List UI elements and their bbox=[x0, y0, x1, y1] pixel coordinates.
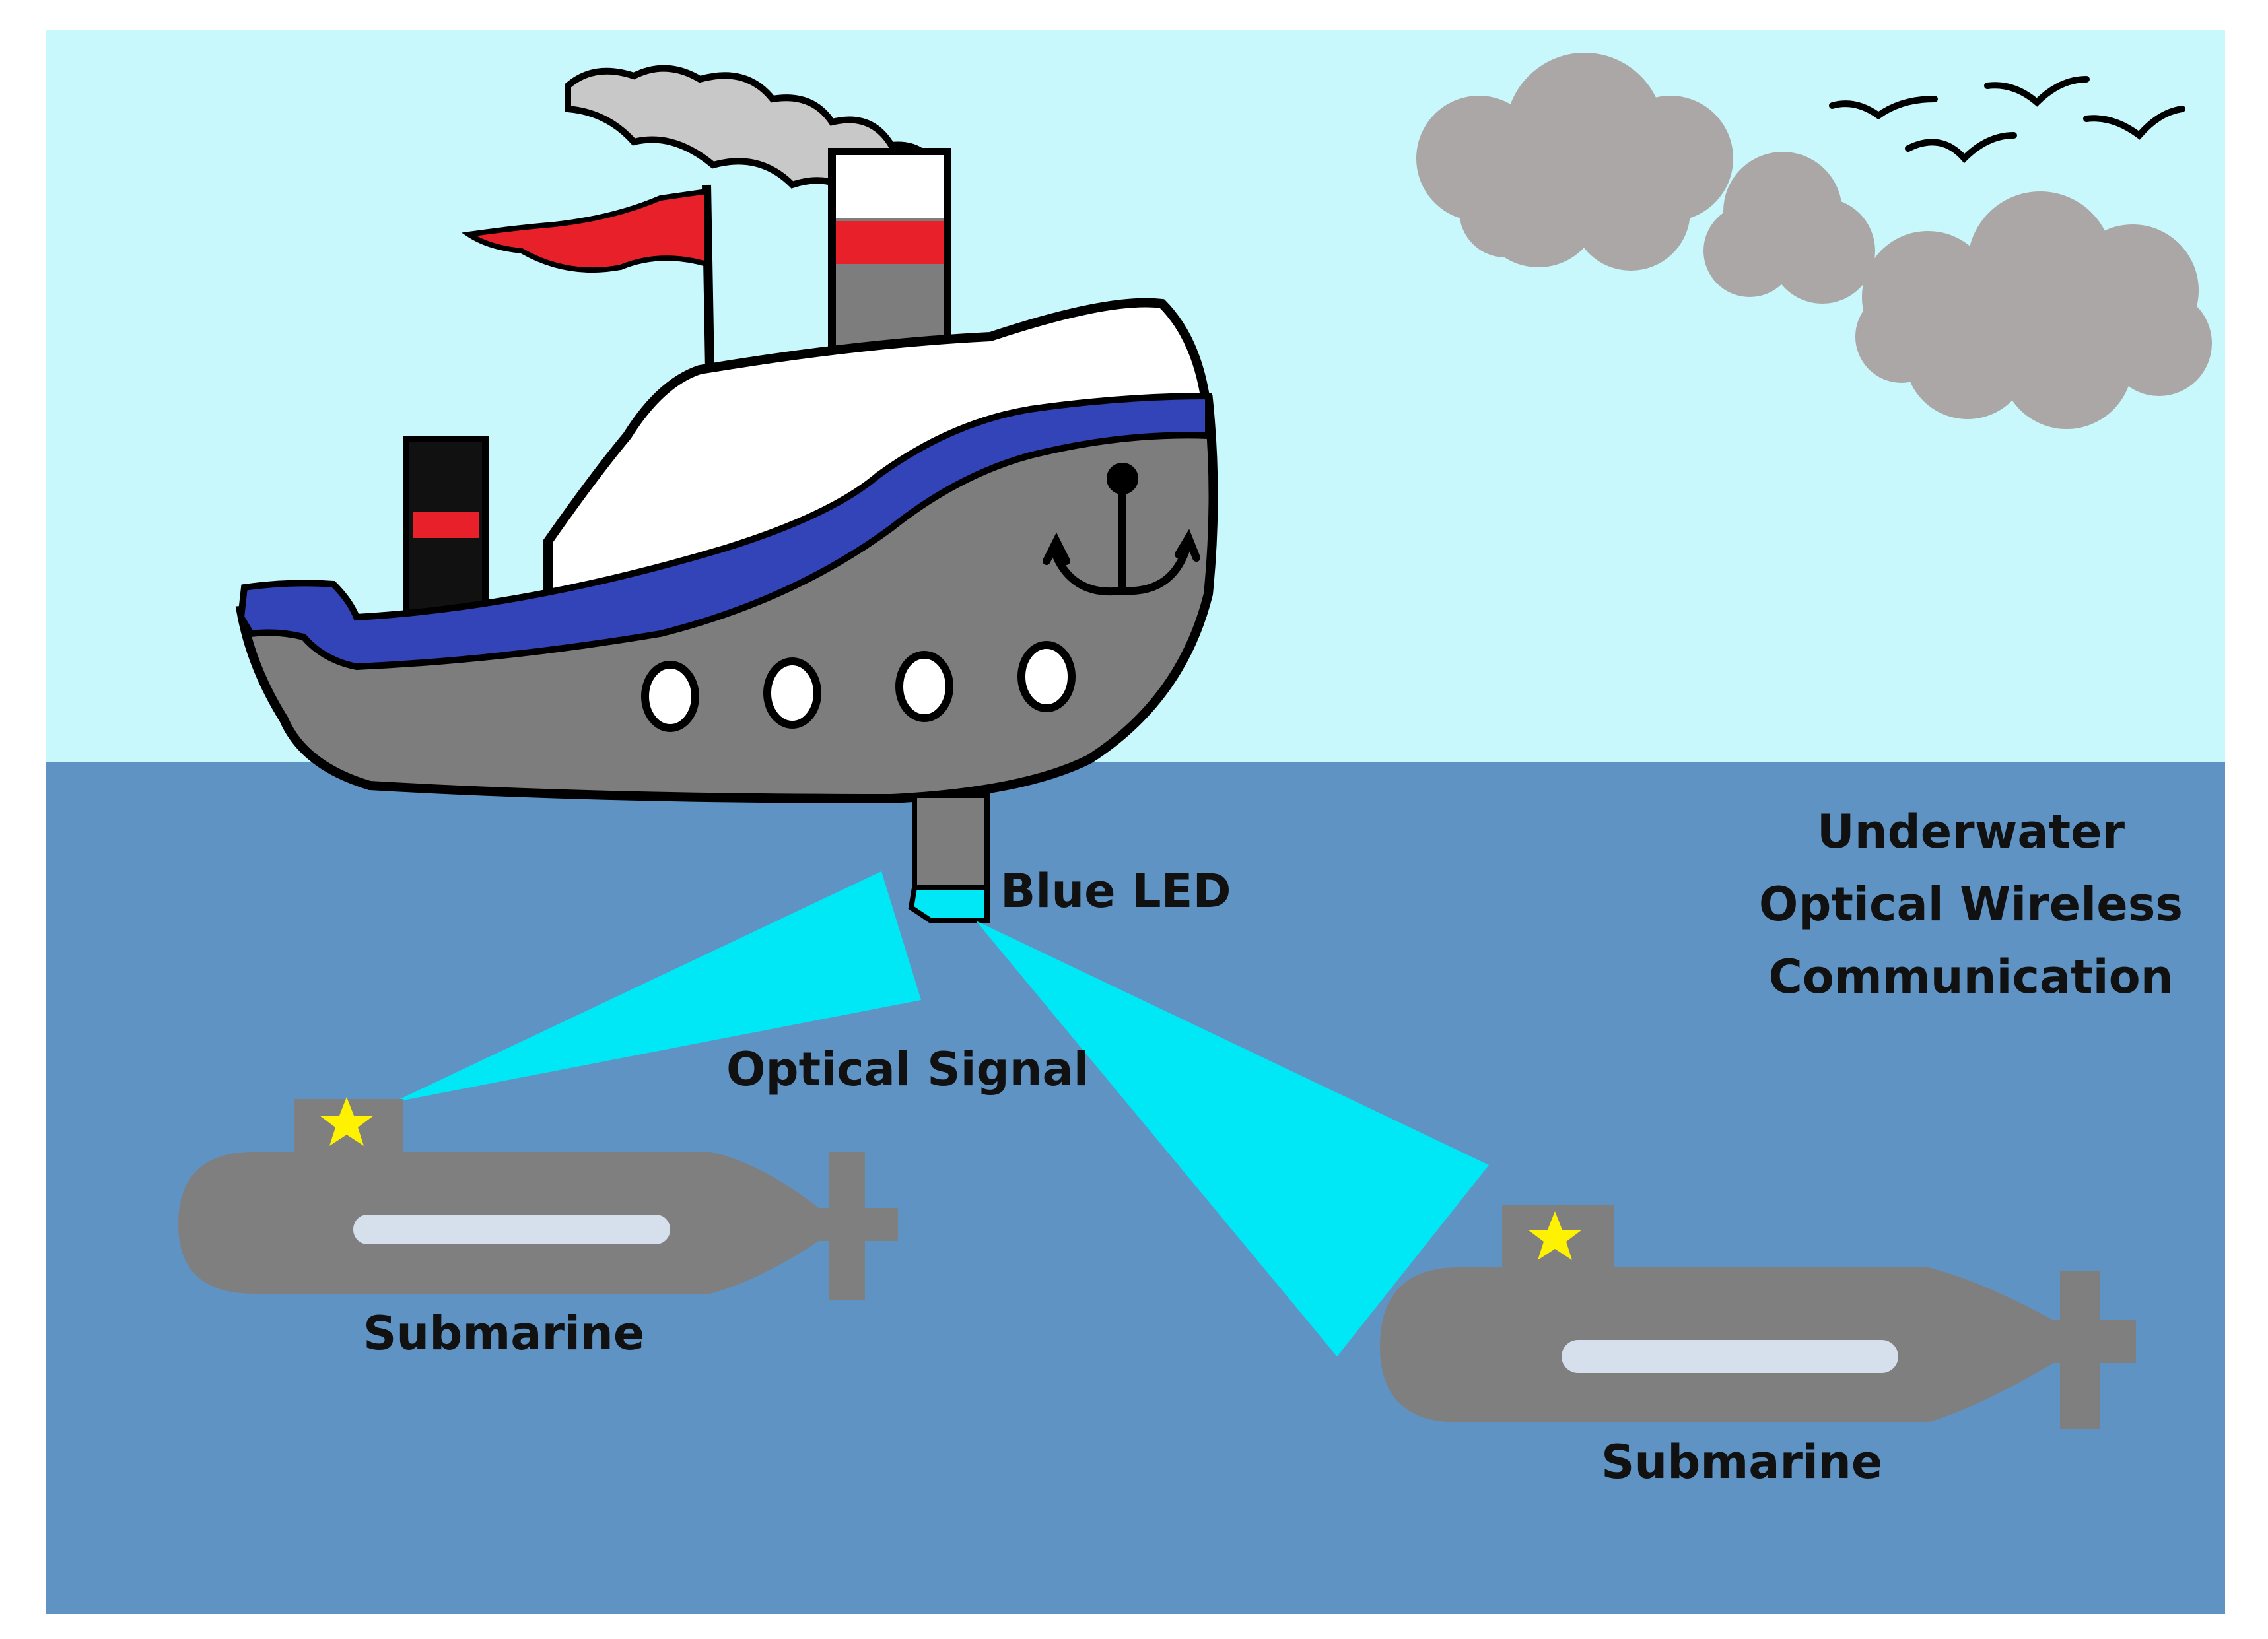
bird-icon bbox=[1905, 132, 2017, 164]
porthole bbox=[641, 661, 699, 732]
flag bbox=[462, 188, 709, 273]
optical-signal-label: Optical Signal bbox=[726, 1042, 1089, 1096]
cloud-icon bbox=[1416, 53, 1733, 271]
star-icon bbox=[320, 1097, 374, 1146]
hull-stripe bbox=[237, 392, 1212, 671]
star-icon bbox=[1528, 1211, 1582, 1260]
title-line: Underwater bbox=[1816, 805, 2125, 859]
led-icon bbox=[908, 885, 990, 923]
porthole bbox=[895, 651, 953, 722]
title-line: Communication bbox=[1768, 950, 2174, 1004]
blue-led-label: Blue LED bbox=[1000, 864, 1231, 918]
submarine-label-left: Submarine bbox=[363, 1306, 645, 1360]
submarine-window bbox=[1562, 1340, 1898, 1373]
optical-beam-left bbox=[393, 871, 921, 1102]
ship-icon bbox=[235, 65, 1218, 923]
cabin bbox=[543, 298, 1210, 599]
diagram-title: Underwater Optical Wireless Communicatio… bbox=[1690, 795, 2251, 1013]
porthole bbox=[1017, 641, 1076, 712]
bird-icon bbox=[2083, 106, 2185, 140]
optical-beam-right bbox=[976, 921, 1489, 1356]
anchor-icon bbox=[1043, 463, 1200, 596]
submarine-icon bbox=[1380, 1205, 2136, 1429]
submarine-icon bbox=[178, 1097, 898, 1300]
bird-icon bbox=[1829, 96, 1938, 120]
porthole bbox=[763, 657, 821, 729]
cloud-icon bbox=[1855, 191, 2212, 429]
submarine-label-right: Submarine bbox=[1601, 1435, 1883, 1489]
cloud-icon bbox=[1703, 152, 1875, 304]
title-line: Optical Wireless bbox=[1758, 877, 2183, 931]
bird-icon bbox=[1984, 76, 2090, 107]
submarine-window bbox=[353, 1215, 670, 1244]
